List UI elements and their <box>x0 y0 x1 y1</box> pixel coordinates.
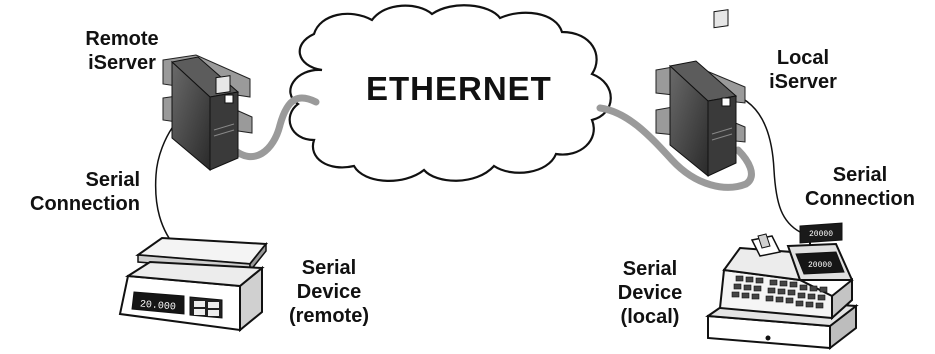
serial-connection-left-line2: Connection <box>30 193 140 215</box>
local-cash-register <box>705 222 859 351</box>
serial-connection-left-label: Serial Connection <box>8 168 140 216</box>
remote-iserver-label-line1: Remote <box>85 28 159 50</box>
local-device-label-line2: Device <box>617 282 683 304</box>
remote-device-label: Serial Device (remote) <box>274 256 384 328</box>
serial-connection-left-line1: Serial <box>85 169 140 191</box>
remote-iserver-device <box>162 54 253 172</box>
remote-device-label-line3: (remote) <box>288 305 369 327</box>
ethernet-label: ETHERNET <box>366 70 552 107</box>
local-device-label-line3: (local) <box>620 306 680 328</box>
local-iserver-label: Local iServer <box>757 46 849 94</box>
ethernet-cable-right <box>596 104 755 191</box>
serial-cable-right <box>725 91 801 233</box>
local-device-label: Serial Device (local) <box>600 257 700 329</box>
local-iserver-label-line2: iServer <box>769 71 837 93</box>
serial-connection-right-label: Serial Connection <box>790 163 930 211</box>
pole-display-readout: 20000 <box>809 230 833 239</box>
remote-device-label-line1: Serial <box>301 257 357 279</box>
local-device-label-line1: Serial <box>622 258 678 280</box>
serial-connection-right-line1: Serial <box>832 164 888 186</box>
remote-iserver-label-line2: iServer <box>88 52 156 74</box>
remote-device-label-line2: Device <box>296 281 362 303</box>
serial-connection-right-line2: Connection <box>805 188 915 210</box>
local-iserver-device <box>655 9 746 178</box>
register-display-readout: 20000 <box>808 261 832 270</box>
remote-scale-display: 20.000 <box>139 299 176 313</box>
ethernet-cloud <box>288 4 612 182</box>
remote-scale-device <box>118 236 268 333</box>
ethernet-cable-left <box>228 94 320 161</box>
local-iserver-label-line1: Local <box>776 47 830 69</box>
remote-iserver-label: Remote iServer <box>72 27 172 75</box>
